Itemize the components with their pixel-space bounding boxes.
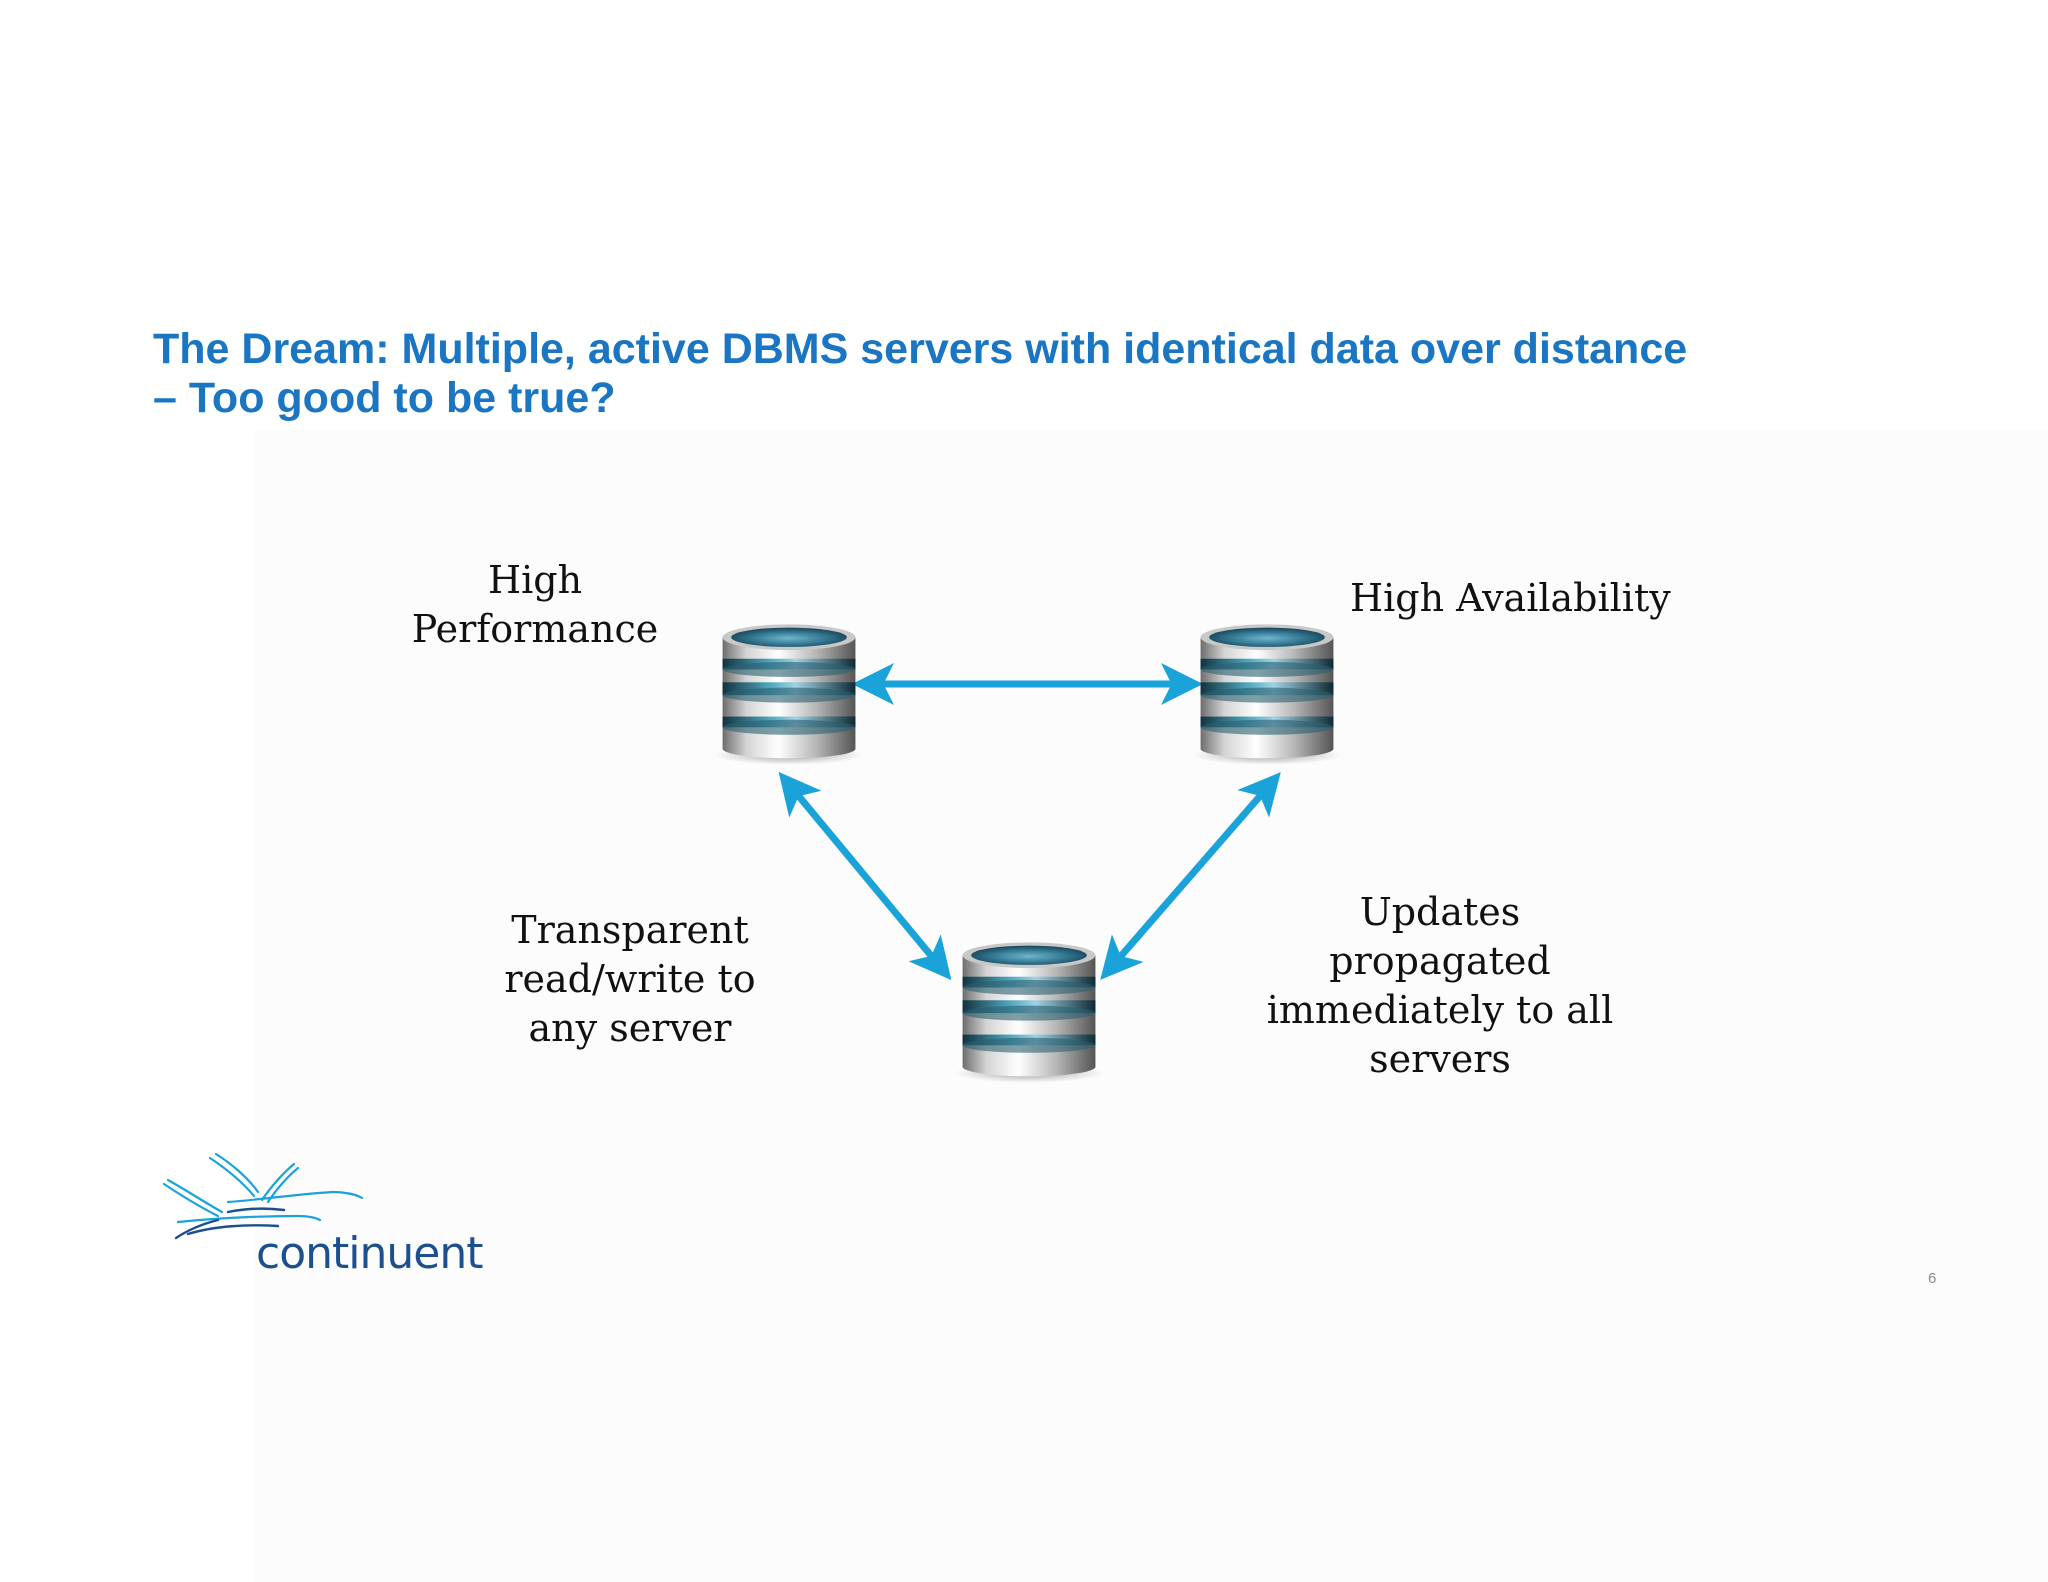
title-line-1: The Dream: Multiple, active DBMS servers… xyxy=(153,325,1688,373)
label-updates-propagated: Updates propagated immediately to all se… xyxy=(1240,888,1640,1084)
content-background xyxy=(255,430,2048,1582)
birds-logo-icon xyxy=(162,1152,364,1240)
label-line: servers xyxy=(1369,1037,1511,1081)
label-line: immediately to all xyxy=(1266,988,1614,1032)
database-icon xyxy=(714,624,864,765)
label-line: read/write to xyxy=(504,957,756,1001)
label-line: Updates xyxy=(1359,890,1521,934)
label-line: propagated xyxy=(1329,939,1551,983)
database-icon xyxy=(1192,624,1342,765)
label-line: any server xyxy=(528,1006,732,1050)
label-line: High Availability xyxy=(1350,576,1671,620)
label-transparent-read-write: Transparent read/write to any server xyxy=(470,906,790,1053)
label-high-availability: High Availability xyxy=(1350,574,1671,623)
continuent-logo-text: continuent xyxy=(256,1228,483,1279)
page-number: 6 xyxy=(1928,1270,1937,1287)
label-high-performance: High Performance xyxy=(385,556,685,654)
edge-left-bottom xyxy=(778,771,952,981)
slide-title: The Dream: Multiple, active DBMS servers… xyxy=(153,325,1953,423)
edge-right-bottom xyxy=(1100,772,1281,980)
database-icon xyxy=(954,942,1104,1083)
title-line-2: – Too good to be true? xyxy=(153,374,616,422)
label-line: Transparent xyxy=(511,908,749,952)
label-line: High xyxy=(487,558,583,602)
label-line: Performance xyxy=(411,607,659,651)
